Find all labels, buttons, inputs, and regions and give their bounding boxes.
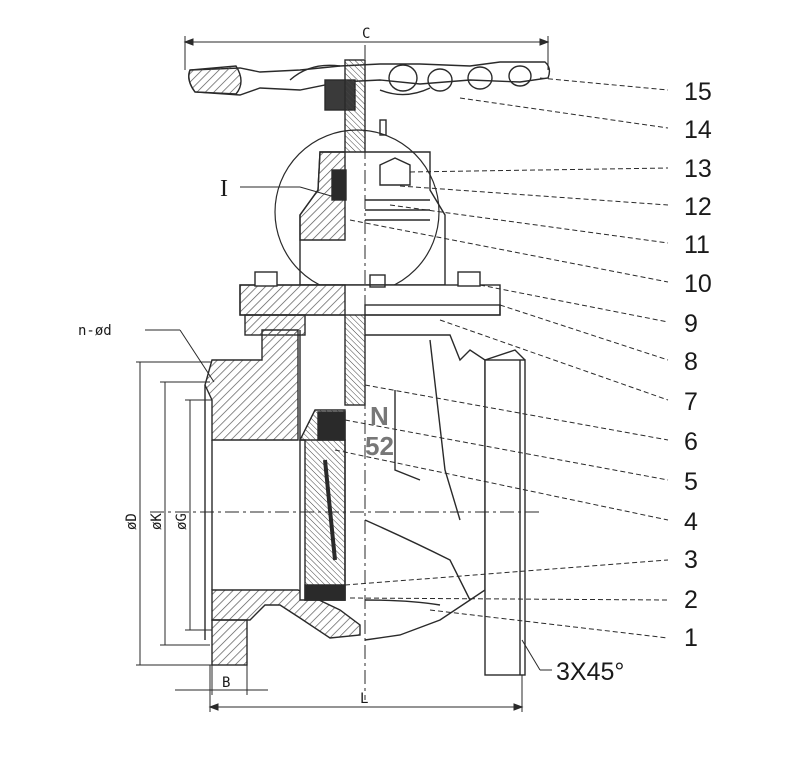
dim-n-od: n-ød <box>78 323 112 339</box>
part-number-4: 4 <box>684 508 698 536</box>
part-number-11: 11 <box>684 231 710 259</box>
part-number-13: 13 <box>684 155 712 183</box>
part-number-9: 9 <box>684 310 698 338</box>
part-number-6: 6 <box>684 428 698 456</box>
centre-lines <box>150 45 540 700</box>
bonnet-flange <box>239 271 501 336</box>
dim-chamfer: 3X45° <box>556 658 624 686</box>
part-number-2: 2 <box>684 586 698 614</box>
casting-mark-52: 52 <box>365 431 394 461</box>
part-number-3: 3 <box>684 546 698 574</box>
casting-mark-n: N <box>370 401 389 431</box>
dim-ok: øK <box>149 513 165 530</box>
dim-od: øD <box>124 513 140 530</box>
valve-body <box>204 329 526 676</box>
part-number-15: 15 <box>684 78 712 106</box>
part-number-7: 7 <box>684 388 698 416</box>
dimension-lines <box>136 36 552 712</box>
handwheel <box>188 61 551 111</box>
dim-l: L <box>360 691 368 707</box>
part-leaders <box>334 77 669 639</box>
part-number-14: 14 <box>684 116 712 144</box>
part-number-8: 8 <box>684 348 698 376</box>
part-number-12: 12 <box>684 193 712 221</box>
bonnet <box>274 129 446 295</box>
part-number-1: 1 <box>684 624 698 652</box>
dim-og: øG <box>174 513 190 530</box>
part-number-10: 10 <box>684 270 712 298</box>
part-number-list: 15 14 13 12 11 10 9 8 7 6 5 4 3 2 1 <box>684 78 712 652</box>
dim-b: B <box>222 675 230 691</box>
part-number-5: 5 <box>684 468 698 496</box>
detail-marker: I <box>220 176 228 202</box>
dim-c: C <box>362 26 370 42</box>
